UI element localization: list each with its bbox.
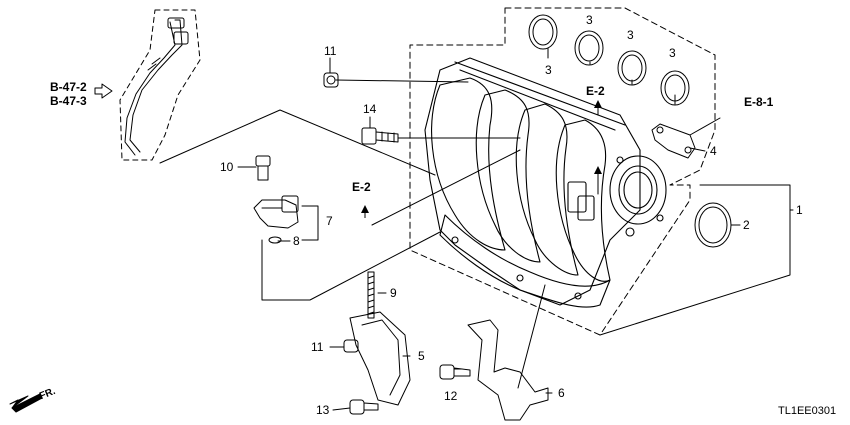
vacuum-hose-part xyxy=(124,17,189,156)
callout-2: 2 xyxy=(743,218,750,232)
o-ring-part xyxy=(528,14,690,106)
ref-e2-top[interactable]: E-2 xyxy=(586,84,605,98)
bolt-10-part xyxy=(255,155,271,181)
bolt-12-part xyxy=(439,364,471,380)
callout-3: 3 xyxy=(545,63,552,77)
bracket-6-part xyxy=(467,319,549,421)
callout-7: 7 xyxy=(326,214,333,228)
bracket-4-part xyxy=(651,123,696,159)
callout-5: 5 xyxy=(418,349,425,363)
callout-6: 6 xyxy=(558,386,565,400)
sensor-7-part xyxy=(253,195,299,229)
diagram-code: TL1EE0301 xyxy=(778,405,837,417)
leader-e2-left xyxy=(371,149,521,226)
hose-dashed-boundary xyxy=(119,9,201,161)
front-direction-arrow xyxy=(9,395,29,409)
callout-9: 9 xyxy=(390,286,397,300)
callout-10: 10 xyxy=(220,160,234,174)
ref-e8-1[interactable]: E-8-1 xyxy=(744,95,774,109)
callout-1: 1 xyxy=(796,203,803,217)
ref-b47-2[interactable]: B-47-2 xyxy=(50,80,87,94)
b47-arrow xyxy=(94,83,113,99)
callout-14: 14 xyxy=(363,102,377,116)
ref-e2-left[interactable]: E-2 xyxy=(352,180,371,194)
bolt-14-part xyxy=(361,127,399,145)
stud-9-part xyxy=(367,271,375,319)
callout-8: 8 xyxy=(293,234,300,248)
cover-5-part xyxy=(349,311,411,406)
assembly-dashed-boundary xyxy=(409,7,716,336)
ref-b47-3[interactable]: B-47-3 xyxy=(50,94,87,108)
callout-3: 3 xyxy=(586,13,593,27)
leader-hose-to-manifold xyxy=(159,109,436,176)
o-ring-8-part xyxy=(268,236,282,244)
bolt-13-part xyxy=(349,399,379,415)
intake-manifold-part xyxy=(424,57,667,308)
callout-11-lower: 11 xyxy=(311,340,324,354)
leader-left-lower xyxy=(261,231,441,301)
callout-4: 4 xyxy=(710,144,717,158)
throttle-gasket-part xyxy=(694,202,732,248)
callout-3: 3 xyxy=(669,46,676,60)
callout-3: 3 xyxy=(627,28,634,42)
callout-13: 13 xyxy=(316,403,330,417)
callout-12: 12 xyxy=(444,389,458,403)
nut-11-lower-part xyxy=(343,339,359,353)
callout-11: 11 xyxy=(324,44,337,58)
